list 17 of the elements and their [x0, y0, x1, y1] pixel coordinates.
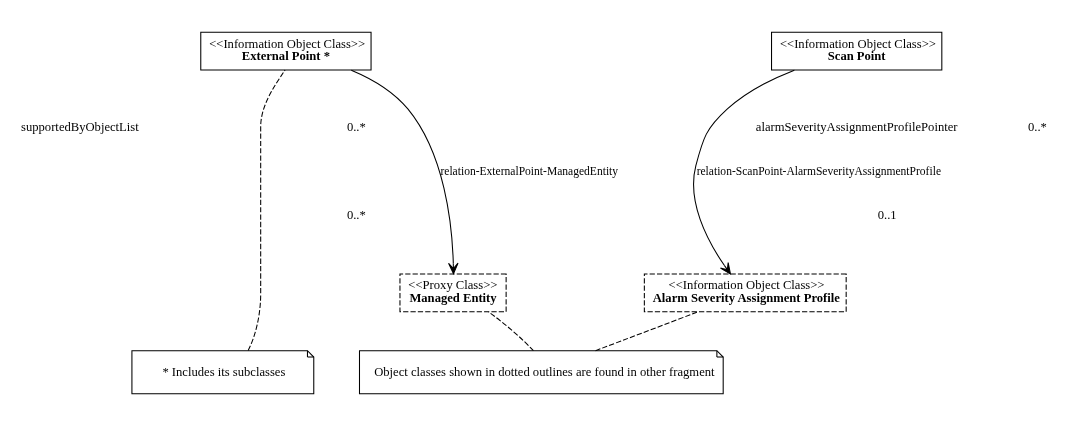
- edge-label: relation-ExternalPoint-ManagedEntity: [440, 164, 619, 178]
- label: supportedByObjectList: [21, 119, 139, 134]
- connector: [595, 310, 699, 351]
- node-box: <<Proxy Class>> Managed Entity: [399, 272, 507, 312]
- node-box: <<Information Object Class>> External Point *: [200, 31, 372, 71]
- label: 0..*: [346, 119, 366, 134]
- label: alarmSeverityAssignmentProfilePointer: [755, 119, 958, 134]
- label: 0..1: [877, 207, 897, 222]
- arrow: [350, 69, 459, 274]
- label: 0..*: [1028, 119, 1047, 134]
- arrow: [693, 69, 795, 274]
- connector: [487, 310, 534, 351]
- connector: [247, 69, 286, 351]
- edge-label: relation-ScanPoint-AlarmSeverityAssignmentProfile: [696, 164, 942, 178]
- node-box: <<Information Object Class>> Scan Point: [771, 31, 943, 71]
- node-box: <<Information Object Class>> Alarm Severity Assignment Profile: [643, 272, 847, 312]
- label: 0..*: [346, 207, 366, 222]
